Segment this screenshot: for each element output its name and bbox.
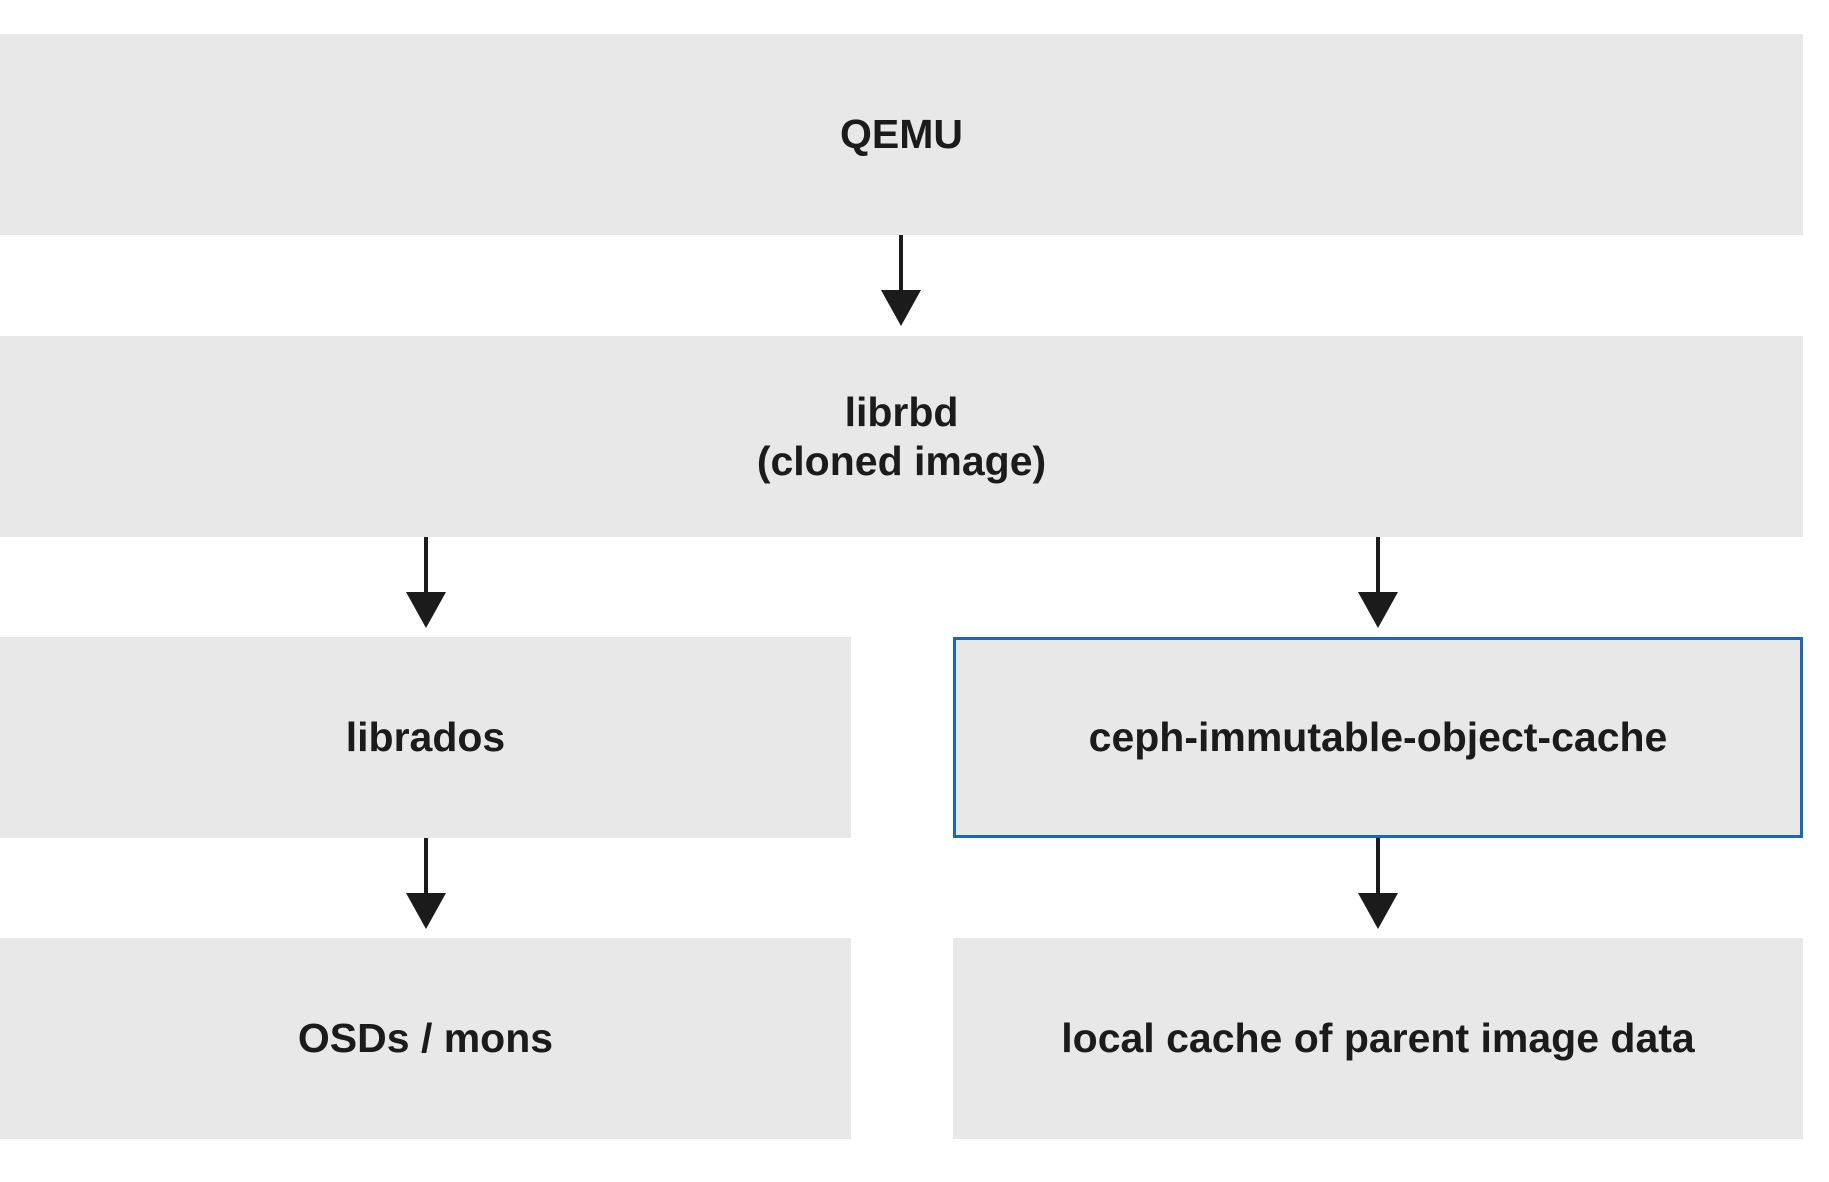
immutable-object-cache-label: ceph-immutable-object-cache xyxy=(1088,714,1668,760)
qemu-label: QEMU xyxy=(840,111,963,157)
osds-mons-box: OSDs / mons xyxy=(0,938,851,1139)
immutable-object-cache-box: ceph-immutable-object-cache xyxy=(953,637,1803,838)
librados-box: librados xyxy=(0,637,851,838)
librbd-box: librbd (cloned image) xyxy=(0,336,1803,537)
librbd-label: librbd xyxy=(844,388,959,435)
arrow-librbd-to-librados xyxy=(406,537,446,628)
arrow-qemu-to-librbd xyxy=(881,235,921,326)
qemu-box: QEMU xyxy=(0,34,1803,235)
arrow-cache-to-local-cache xyxy=(1358,838,1398,929)
osds-mons-label: OSDs / mons xyxy=(297,1015,554,1061)
arrow-librbd-to-cache xyxy=(1358,537,1398,628)
librbd-sublabel: (cloned image) xyxy=(756,437,1047,484)
local-cache-box: local cache of parent image data xyxy=(953,938,1803,1139)
librados-label: librados xyxy=(345,714,506,760)
arrow-librados-to-osds xyxy=(406,838,446,929)
local-cache-label: local cache of parent image data xyxy=(1061,1015,1695,1061)
